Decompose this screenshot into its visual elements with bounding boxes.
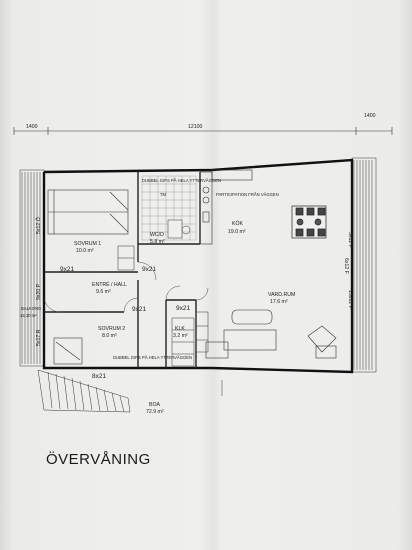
wardrobe-icon (117, 245, 135, 271)
room-sovrum1-area: 10.0 m² (76, 248, 94, 254)
door-swings (43, 261, 209, 313)
room-balkong-name: BALKONG (21, 306, 41, 311)
dining-table-icon (291, 205, 327, 239)
staircase (37, 369, 131, 413)
window-label-right-top: 5x12 F (347, 232, 353, 248)
room-vardagsrum-name: VARD.RUM (268, 292, 295, 298)
right-deck (351, 157, 377, 373)
room-wc-name: WC/D (150, 232, 164, 238)
double-bed-icon (47, 189, 129, 235)
left-deck (19, 169, 45, 367)
window-label-right-low: 15x12 F (347, 290, 353, 309)
door-label-2: 9x21 (142, 266, 156, 273)
room-sovrum1-name: SOVRUM 1 (74, 241, 101, 247)
door-label-1: 9x21 (60, 266, 74, 273)
kitchen-counter (199, 169, 253, 245)
sink-icon (181, 225, 191, 235)
window-label-left-mid: 9x20 P (36, 283, 42, 300)
toilet-icon (167, 219, 183, 239)
plan-title: ÖVERVÅNING (46, 451, 151, 468)
single-bed-icon (53, 337, 83, 365)
dim-right: 1400 (364, 113, 376, 119)
window-label-left-top: 5x12 Ö (35, 217, 42, 234)
note-tm: TM (160, 192, 167, 197)
note-wall-1: DUBBEL GIPS PÅ HELA YTTERVÄGGEN (142, 178, 221, 183)
windows (43, 196, 353, 348)
room-klk-name: KLK (175, 326, 185, 332)
room-klk-area: 3.2 m² (173, 333, 188, 339)
closet-icon (171, 317, 195, 367)
window-label-left-low: 5x17 R (36, 329, 42, 346)
room-kok-name: KÖK (232, 220, 243, 227)
room-vardagsrum-area: 17.6 m² (270, 299, 288, 305)
door-label-3: 9x21 (132, 306, 146, 313)
window-label-right-mid: 6x12 F (343, 258, 349, 274)
closet-2-icon (195, 311, 209, 353)
armchair-icon (307, 325, 337, 359)
room-sovrum2-area: 8.0 m² (102, 333, 117, 339)
dim-center: 12100 (188, 124, 203, 130)
room-boa-area: 72.9 m² (146, 409, 164, 415)
room-entre-area: 9.6 m² (96, 289, 111, 295)
note-wall-2: DUBBEL GIPS PÅ HELA YTTERVÄGGEN (113, 355, 192, 360)
room-wc-area: 5.8 m² (150, 239, 165, 245)
door-label-4: 9x21 (176, 305, 190, 312)
door-label-5: 8x21 (92, 373, 106, 380)
sofa-icon (205, 309, 277, 359)
dim-left: 1400 (26, 124, 38, 130)
room-balkong-area: 14,30 m² (20, 313, 37, 318)
room-kok-area: 19.0 m² (228, 229, 246, 235)
room-sovrum2-name: SOVRUM 2 (98, 326, 125, 332)
dimension-line (13, 127, 393, 135)
room-boa-name: BOA (149, 402, 160, 408)
note-ventilation: PARTICIPATION FRÅN VÄGGEN (216, 192, 279, 197)
room-entre-name: ENTRÉ / HALL (92, 281, 127, 288)
